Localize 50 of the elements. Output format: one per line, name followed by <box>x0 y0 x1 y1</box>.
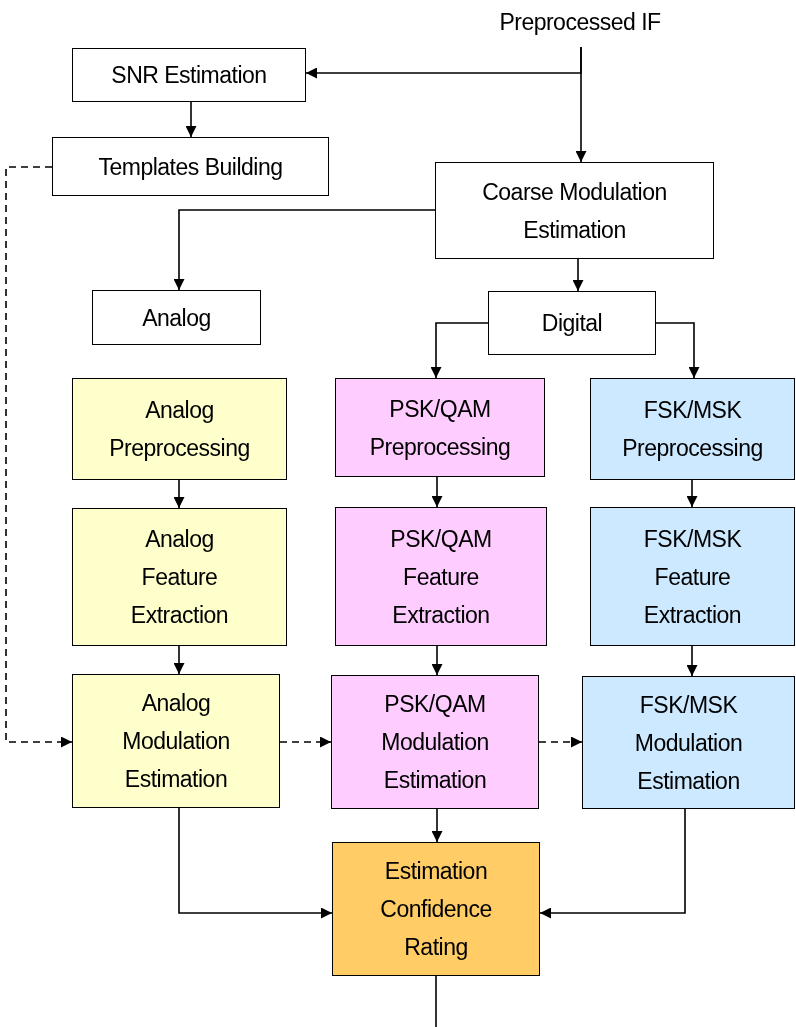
box-label: Estimation Confidence Rating <box>379 857 493 962</box>
process-box <box>92 290 261 345</box>
arrow <box>431 808 443 843</box>
arrow <box>430 322 489 379</box>
arrow <box>431 645 443 676</box>
process-box <box>72 508 287 646</box>
process-box <box>335 378 545 477</box>
arrow <box>655 322 700 379</box>
box-label: Analog Preprocessing <box>108 396 251 463</box>
arrow <box>539 808 686 919</box>
box-label: Analog Feature Extraction <box>129 525 230 630</box>
process-box <box>590 507 795 646</box>
box-label: FSK/MSK Modulation Estimation <box>633 690 744 796</box>
process-box <box>52 137 329 196</box>
process-box <box>335 507 547 646</box>
box-label: Analog <box>142 303 211 333</box>
box-label: PSK/QAM Feature Extraction <box>389 524 493 630</box>
process-box <box>435 162 714 259</box>
box-label: Templates Building <box>98 152 283 182</box>
box-label: PSK/QAM Preprocessing <box>368 394 512 462</box>
box-label: PSK/QAM Modulation Estimation <box>380 690 490 795</box>
process-box <box>488 291 656 355</box>
dashed-arrow <box>5 166 73 748</box>
process-box <box>72 674 280 808</box>
arrow <box>686 645 698 677</box>
arrow <box>686 479 698 508</box>
process-box <box>582 676 795 809</box>
arrow <box>178 807 333 919</box>
box-label: Digital <box>541 309 603 338</box>
box-label: FSK/MSK Feature Extraction <box>642 524 743 630</box>
arrow <box>173 479 185 509</box>
box-label: Analog Modulation Estimation <box>121 689 231 794</box>
process-box <box>331 675 539 809</box>
box-label: SNR Estimation <box>111 61 267 90</box>
dashed-arrow <box>538 736 583 748</box>
process-box <box>332 842 540 976</box>
process-box <box>590 378 795 480</box>
arrow <box>572 258 584 292</box>
arrow <box>173 209 436 291</box>
arrow <box>173 645 185 675</box>
box-label: Coarse Modulation Estimation <box>481 177 668 245</box>
process-box <box>72 378 287 480</box>
arrow <box>185 101 197 138</box>
input-label: Preprocessed IF <box>499 8 661 37</box>
arrow <box>431 476 443 508</box>
dashed-arrow <box>279 736 332 748</box>
box-label: FSK/MSK Preprocessing <box>621 396 764 463</box>
connector-line <box>435 975 437 1027</box>
arrow <box>575 46 587 163</box>
process-box <box>72 48 306 102</box>
